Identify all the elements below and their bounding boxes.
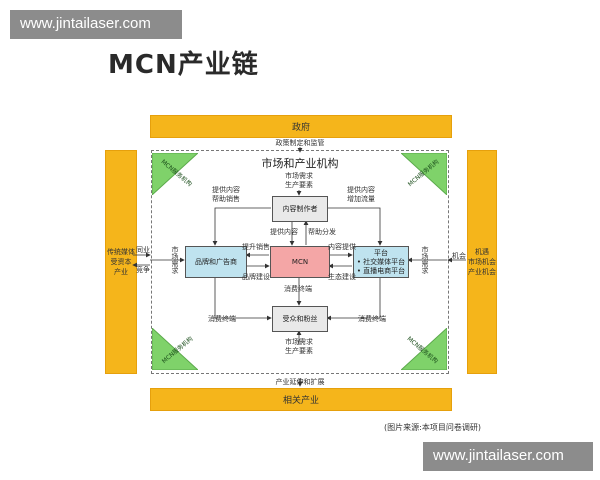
label-top-demand: 市场需求 生产要素 bbox=[285, 172, 313, 189]
label-consumer-terminal-left: 消费终端 bbox=[208, 315, 236, 323]
opportunity-bar: 机遇 市场机会 产业机会 bbox=[467, 150, 497, 374]
mcn-service-triangle-bottom-right bbox=[401, 328, 447, 370]
label-left-up: 提供内容 帮助销售 bbox=[212, 186, 240, 203]
traditional-media-bar: 传统媒体 受资本 产业 bbox=[105, 150, 137, 374]
audience-label: 受众和粉丝 bbox=[282, 314, 318, 323]
opportunity-label: 机遇 市场机会 产业机会 bbox=[468, 248, 496, 276]
label-bottom-demand: 市场需求 生产要素 bbox=[285, 338, 313, 355]
platform-box: 平台 • 社交媒体平台 • 直播电商平台 bbox=[353, 246, 409, 278]
label-promote-sales: 提升销售 bbox=[242, 243, 270, 251]
related-note: 产业延伸和扩展 bbox=[275, 378, 325, 386]
label-left-demand: 市场需求 bbox=[171, 246, 179, 274]
label-consumer-terminal-mid: 消费终端 bbox=[284, 285, 312, 293]
label-right-demand: 市场需求 bbox=[421, 246, 429, 274]
watermark-bottom: www.jintailaser.com bbox=[423, 442, 593, 471]
label-brand-build: 品牌建设 bbox=[242, 273, 270, 281]
platform-item-social: • 社交媒体平台 bbox=[356, 257, 406, 266]
mcn-service-triangle-bottom-left bbox=[152, 328, 198, 370]
watermark-top: www.jintailaser.com bbox=[10, 10, 182, 39]
government-bar: 政府 bbox=[150, 115, 452, 138]
label-right-opportunity: 机会 bbox=[452, 252, 466, 260]
label-consumer-terminal-right: 消费终端 bbox=[358, 315, 386, 323]
label-right-up: 提供内容 增加流量 bbox=[347, 186, 375, 203]
label-left-compete-2: 竞争 bbox=[136, 266, 150, 274]
mcn-box: MCN bbox=[270, 246, 330, 278]
page-title: MCN产业链 bbox=[108, 50, 259, 80]
mcn-service-triangle-top-right bbox=[401, 153, 447, 195]
government-note: 政策制定和监管 bbox=[275, 139, 325, 147]
label-left-compete-1: 同业 bbox=[136, 246, 150, 254]
mcn-label: MCN bbox=[291, 257, 309, 266]
label-provide-content: 提供内容 bbox=[270, 228, 298, 236]
mcn-service-triangle-top-left bbox=[152, 153, 198, 195]
label-eco-build: 生态建设 bbox=[328, 273, 356, 281]
audience-box: 受众和粉丝 bbox=[272, 306, 328, 332]
platform-item-live: • 直播电商平台 bbox=[356, 266, 406, 275]
content-creator-box: 内容制作者 bbox=[272, 196, 328, 222]
market-title: 市场和产业机构 bbox=[261, 157, 339, 170]
traditional-media-label: 传统媒体 受资本 产业 bbox=[107, 248, 135, 276]
related-industry-bar: 相关产业 bbox=[150, 388, 452, 411]
brand-advertiser-box: 品牌和广告商 bbox=[185, 246, 247, 278]
content-creator-label: 内容制作者 bbox=[282, 204, 318, 213]
brand-advertiser-label: 品牌和广告商 bbox=[195, 257, 237, 266]
label-help-distribute: 帮助分发 bbox=[308, 228, 336, 236]
label-content-provide: 内容提供 bbox=[328, 243, 356, 251]
source-note: (图片来源:本项目问卷调研) bbox=[384, 423, 481, 432]
platform-label: 平台 bbox=[374, 248, 388, 257]
